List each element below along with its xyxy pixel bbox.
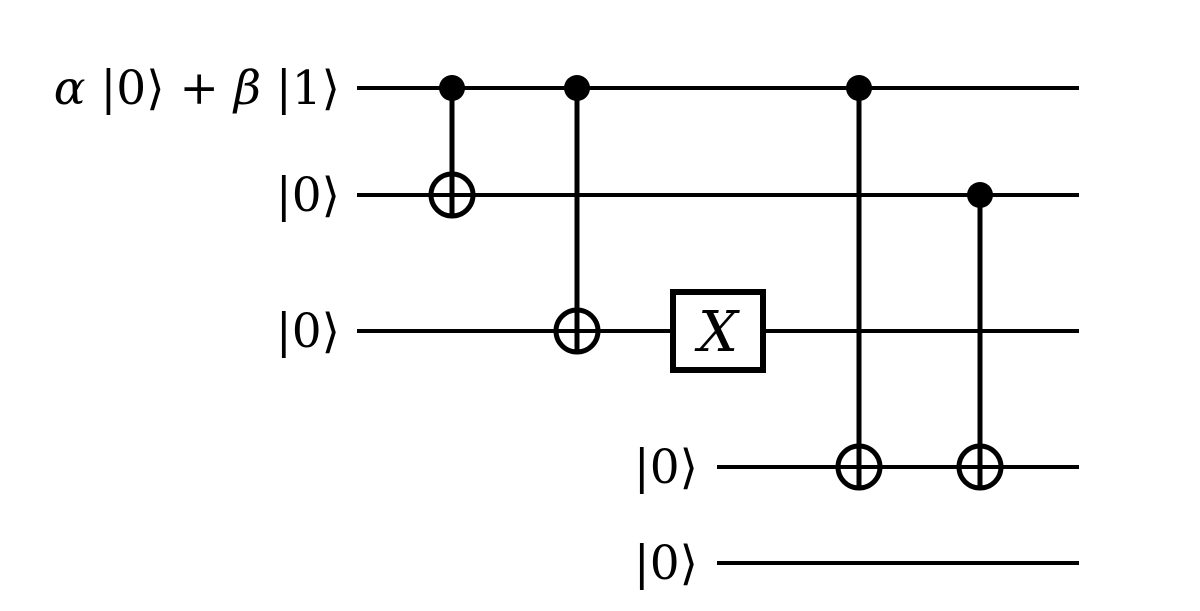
ket-zero-plus: |0⟩ + xyxy=(86,61,234,116)
cnot-gate-2 xyxy=(553,75,601,355)
control-dot-icon xyxy=(439,75,465,101)
cnot-target-icon xyxy=(956,443,1004,491)
wire-label-ancilla-3: |0⟩ xyxy=(634,440,698,495)
cnot-target-icon xyxy=(553,307,601,355)
cnot-target-icon xyxy=(835,443,883,491)
x-gate-box xyxy=(670,289,766,373)
control-dot-icon xyxy=(564,75,590,101)
beta-symbol: β xyxy=(232,61,261,116)
x-gate: X xyxy=(670,289,766,373)
x-gate-label: X xyxy=(694,300,740,365)
control-dot-icon xyxy=(846,75,872,101)
wire-label-ancilla-2: |0⟩ xyxy=(276,304,340,359)
control-dot-icon xyxy=(967,182,993,208)
cnot-gate-4 xyxy=(956,182,1004,491)
wire-label-input-qubit: α |0⟩ + β |1⟩ xyxy=(54,61,340,116)
cnot-gate-3 xyxy=(835,75,883,491)
alpha-symbol: α xyxy=(54,61,86,116)
wire-labels: α |0⟩ + β |1⟩ |0⟩ |0⟩ |0⟩ |0⟩ xyxy=(54,61,698,591)
wire-label-ancilla-1: |0⟩ xyxy=(276,168,340,223)
cnot-gate-1 xyxy=(428,75,476,219)
cnot-target-icon xyxy=(428,171,476,219)
ket-one: |1⟩ xyxy=(261,61,340,116)
wire-label-ancilla-4: |0⟩ xyxy=(634,536,698,591)
